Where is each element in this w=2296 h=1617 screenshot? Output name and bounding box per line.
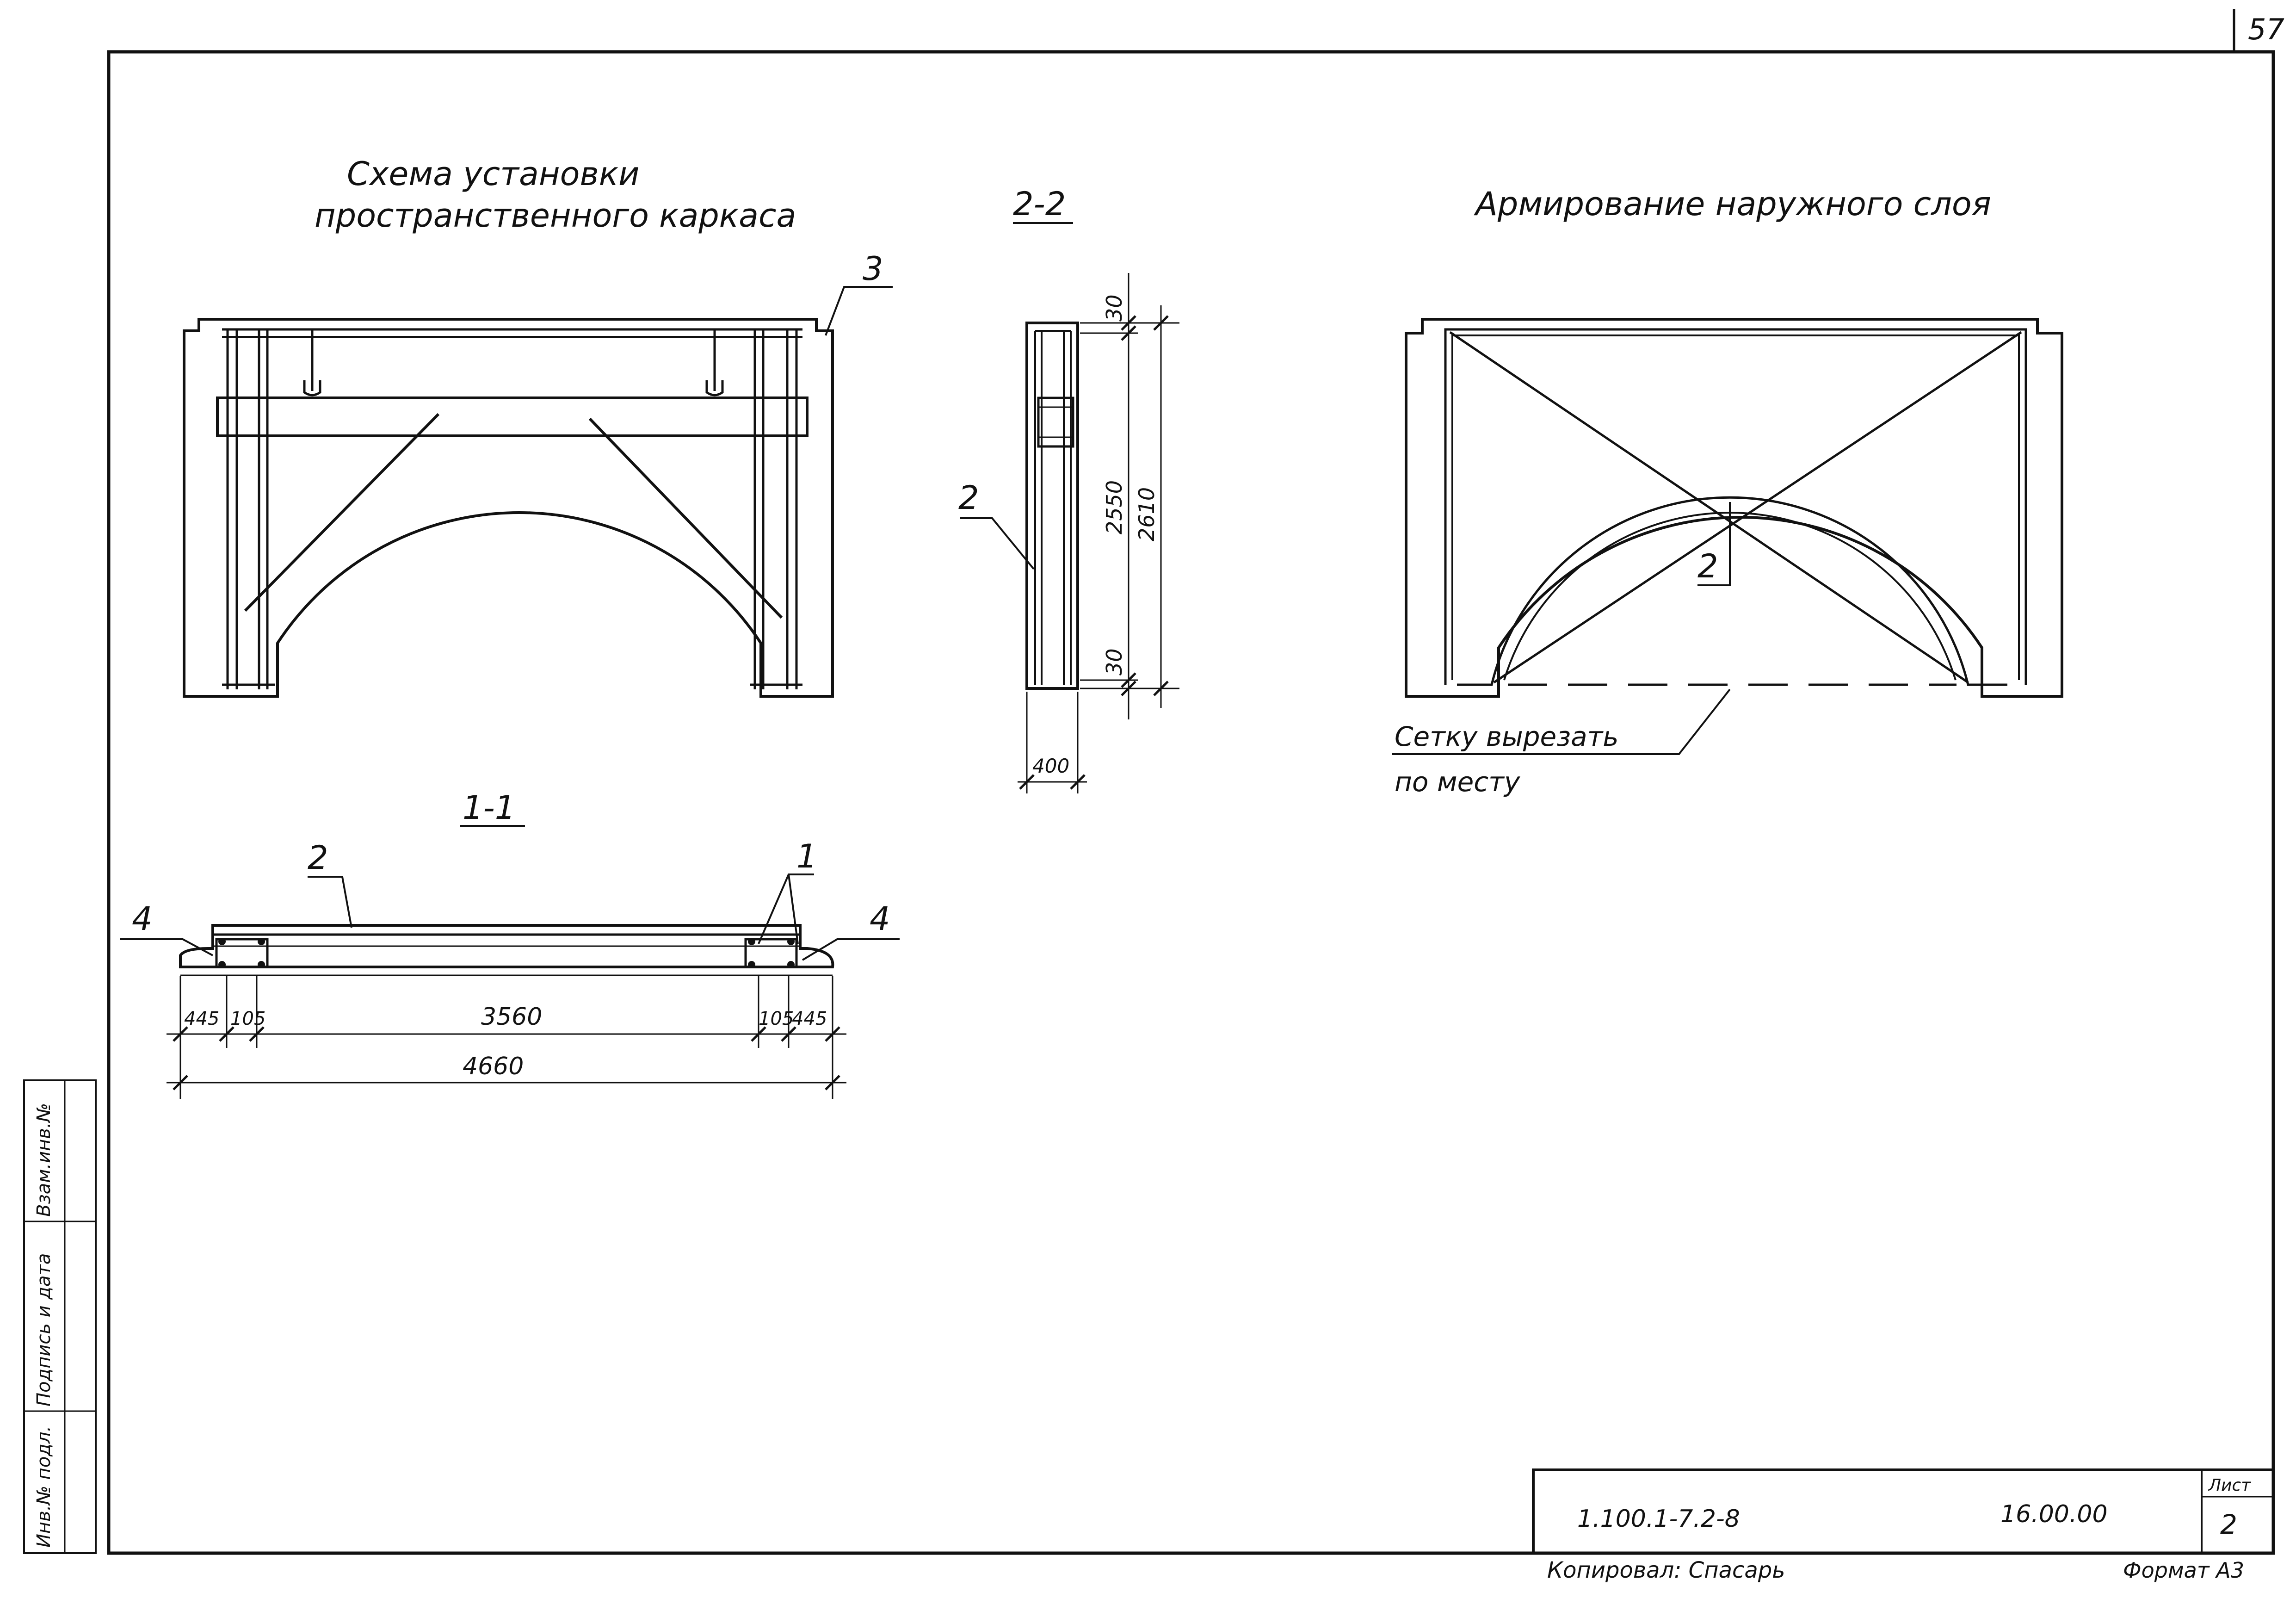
reinforcement-note-line-2: по месту <box>1395 766 1520 798</box>
section-2-2-dim-width: 400 <box>1032 755 1069 777</box>
section-1-1-dim-middle: 3560 <box>481 1003 542 1031</box>
reinforcement-note-line-1: Сетку вырезать <box>1395 721 1619 752</box>
doc-code: 1.100.1-7.2-8 <box>1577 1505 1740 1533</box>
section-1-1-title: 1-1 <box>463 789 515 827</box>
format-label: Формат А3 <box>2123 1558 2244 1583</box>
section-1-1: 1-1 2 1 4 4 <box>120 789 900 1099</box>
section-2-2-dim-middle: 2550 <box>1102 480 1127 534</box>
section-1-1-leader-4-left: 4 <box>132 900 153 938</box>
stamp-field-replacement: Взам.инв.№ <box>33 1103 55 1217</box>
stamp-field-inventory: Инв.№ подл. <box>33 1426 55 1548</box>
copied-by: Копировал: Спасарь <box>1547 1557 1785 1583</box>
section-1-1-dim-overall: 4660 <box>463 1053 524 1080</box>
title-block: 1.100.1-7.2-8 16.00.00 Лист 2 <box>1532 1468 2275 1555</box>
side-stamp: Взам.инв.№ Подпись и дата Инв.№ подл. <box>23 1079 97 1554</box>
stamp-field-signature: Подпись и дата <box>33 1253 55 1406</box>
scheme-leader-3: 3 <box>863 250 883 288</box>
section-1-1-dim-left-outer: 445 <box>184 1008 219 1029</box>
section-2-2-dim-top: 30 <box>1102 294 1127 322</box>
sheet-frame: 57 <box>107 9 2284 1555</box>
reinforcement-title: Армирование наружного слоя <box>1474 185 1991 223</box>
section-1-1-leader-1: 1 <box>796 837 817 875</box>
scheme-title-line-2: пространственного каркаса <box>315 197 796 235</box>
section-2-2-title: 2-2 <box>1013 185 1066 223</box>
section-1-1-leader-2: 2 <box>308 839 328 877</box>
section-1-1-leader-4-right: 4 <box>870 900 890 938</box>
doc-code-secondary: 16.00.00 <box>2000 1500 2108 1528</box>
section-1-1-dim-right-inner: 105 <box>759 1008 794 1029</box>
section-2-2-leader-2: 2 <box>958 479 979 517</box>
sheet-number: 57 <box>2248 12 2284 46</box>
section-1-1-dim-left-inner: 105 <box>230 1008 265 1029</box>
section-2-2-dim-overall: 2610 <box>1134 487 1159 541</box>
frame-installation-scheme: Схема установки пространственного каркас… <box>183 155 893 698</box>
list-number: 2 <box>2220 1509 2237 1540</box>
scheme-title-line-1: Схема установки <box>347 155 640 193</box>
section-2-2: 2-2 2 30 2550 30 2610 <box>958 185 1179 793</box>
outer-layer-reinforcement: Армирование наружного слоя 2 Сетку вырез… <box>1392 185 2063 798</box>
reinforcement-leader-2: 2 <box>1697 547 1718 585</box>
list-label: Лист <box>2208 1476 2251 1495</box>
section-2-2-dim-bottom: 30 <box>1102 648 1127 675</box>
section-1-1-dim-right-outer: 445 <box>792 1008 827 1029</box>
